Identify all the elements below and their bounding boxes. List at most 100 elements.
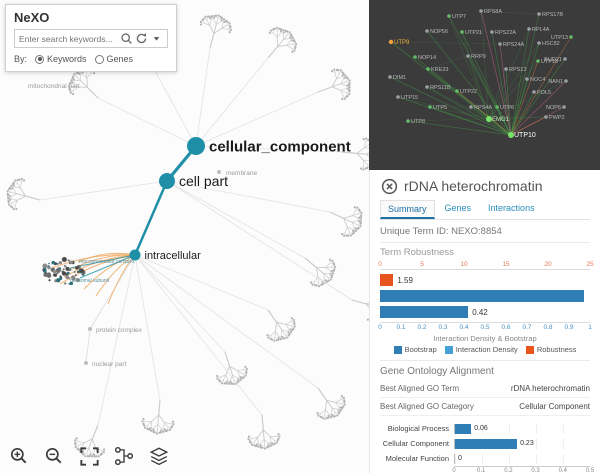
network-node-label: UTP6: [500, 105, 514, 111]
tab-genes[interactable]: Genes: [444, 203, 472, 213]
network-node[interactable]: [479, 9, 483, 13]
network-node-label: RRP9: [471, 54, 486, 60]
network-node-label: UTP21: [465, 30, 482, 36]
network-node[interactable]: [425, 29, 429, 33]
detail-tabs: Summary Genes Interactions: [380, 200, 590, 220]
network-node[interactable]: [537, 12, 541, 16]
network-node[interactable]: [388, 39, 394, 45]
expand-tree-button[interactable]: [113, 445, 135, 467]
legend-swatch: [393, 345, 402, 354]
network-node[interactable]: [413, 55, 417, 59]
bar: [455, 438, 518, 449]
network-node[interactable]: [469, 105, 473, 109]
network-node-label: RPS13: [509, 67, 526, 73]
network-node[interactable]: [486, 116, 492, 122]
legend-label: Interaction Density: [455, 345, 518, 354]
network-node[interactable]: [428, 105, 432, 109]
network-node[interactable]: [426, 67, 430, 71]
network-node[interactable]: [504, 67, 508, 71]
zoom-out-icon: [45, 447, 62, 464]
detail-header: rDNA heterochromatin: [380, 177, 590, 195]
network-node-label: UTP5: [433, 105, 447, 111]
section-go-alignment: Gene Ontology Alignment: [380, 360, 590, 377]
network-node[interactable]: [569, 35, 573, 39]
tab-summary[interactable]: Summary: [380, 200, 435, 219]
radio-icon: [35, 54, 45, 64]
network-node-label: UTP15: [401, 95, 418, 101]
legend-swatch: [444, 345, 453, 354]
axis-tick: 5: [420, 261, 424, 268]
network-node[interactable]: [406, 119, 410, 123]
zoom-out-button[interactable]: [43, 445, 65, 467]
term-node[interactable]: [129, 249, 141, 261]
term-node-label: cell part: [179, 173, 228, 189]
zoom-in-button[interactable]: [8, 445, 30, 467]
radio-label: Keywords: [47, 54, 87, 64]
term-node[interactable]: [187, 137, 205, 155]
axis-tick: 0.4: [459, 324, 469, 331]
network-node[interactable]: [536, 59, 540, 63]
term-label: mitochondrial part: [28, 83, 80, 90]
network-node[interactable]: [527, 27, 531, 31]
search-mode-genes[interactable]: Genes: [94, 54, 134, 64]
term-node[interactable]: [159, 173, 175, 189]
network-node-label: RPL4A: [532, 27, 550, 33]
go-bar-area: 0: [454, 453, 590, 464]
network-node[interactable]: [388, 75, 392, 79]
fit-to-screen-button[interactable]: [78, 445, 100, 467]
radio-icon: [94, 54, 104, 64]
network-node[interactable]: [460, 30, 464, 34]
network-node[interactable]: [466, 54, 470, 58]
axis-tick: 1: [588, 324, 592, 331]
legend-item: Interaction Density: [444, 345, 518, 354]
radio-label: Genes: [106, 54, 134, 64]
network-node[interactable]: [544, 115, 548, 119]
network-node[interactable]: [508, 132, 514, 138]
network-node-label: BUD21: [544, 57, 562, 63]
go-category-label: Biological Process: [387, 424, 449, 433]
term-node-small[interactable]: [217, 170, 221, 174]
network-node[interactable]: [396, 95, 400, 99]
go-bar-area: 0.06: [454, 423, 590, 434]
close-button[interactable]: [380, 177, 398, 195]
tab-interactions[interactable]: Interactions: [488, 203, 535, 213]
network-node[interactable]: [490, 30, 494, 34]
axis-tick: 0.1: [396, 324, 406, 331]
network-node[interactable]: [447, 14, 451, 18]
network-node-label: HSC82: [542, 41, 560, 47]
network-node[interactable]: [537, 41, 541, 45]
axis-tick: 0: [452, 468, 456, 473]
search-options-button[interactable]: [149, 31, 164, 46]
network-node-label: NOP56: [430, 29, 448, 35]
search-input[interactable]: [18, 31, 119, 46]
network-node[interactable]: [498, 42, 502, 46]
axis-tick: 0.2: [417, 324, 427, 331]
network-node[interactable]: [532, 90, 536, 94]
network-node[interactable]: [563, 57, 567, 61]
network-node-label: UTP22: [460, 89, 477, 95]
search-button[interactable]: [119, 31, 134, 46]
term-node-small[interactable]: [84, 361, 88, 365]
network-node-label: RPS4A: [474, 105, 492, 111]
cluster-label: macromolecular complex: [79, 259, 135, 265]
app-title: NeXO: [14, 10, 50, 25]
reset-button[interactable]: [134, 31, 149, 46]
layers-icon: [149, 447, 169, 466]
network-node[interactable]: [525, 77, 529, 81]
term-node-small[interactable]: [88, 327, 92, 331]
network-node[interactable]: [425, 85, 429, 89]
layers-button[interactable]: [148, 445, 170, 467]
search-mode-keywords[interactable]: Keywords: [35, 54, 87, 64]
network-node[interactable]: [495, 105, 499, 109]
network-node[interactable]: [455, 89, 459, 93]
axis-tick: 25: [586, 261, 594, 268]
network-node[interactable]: [562, 105, 566, 109]
network-node[interactable]: [564, 79, 568, 83]
